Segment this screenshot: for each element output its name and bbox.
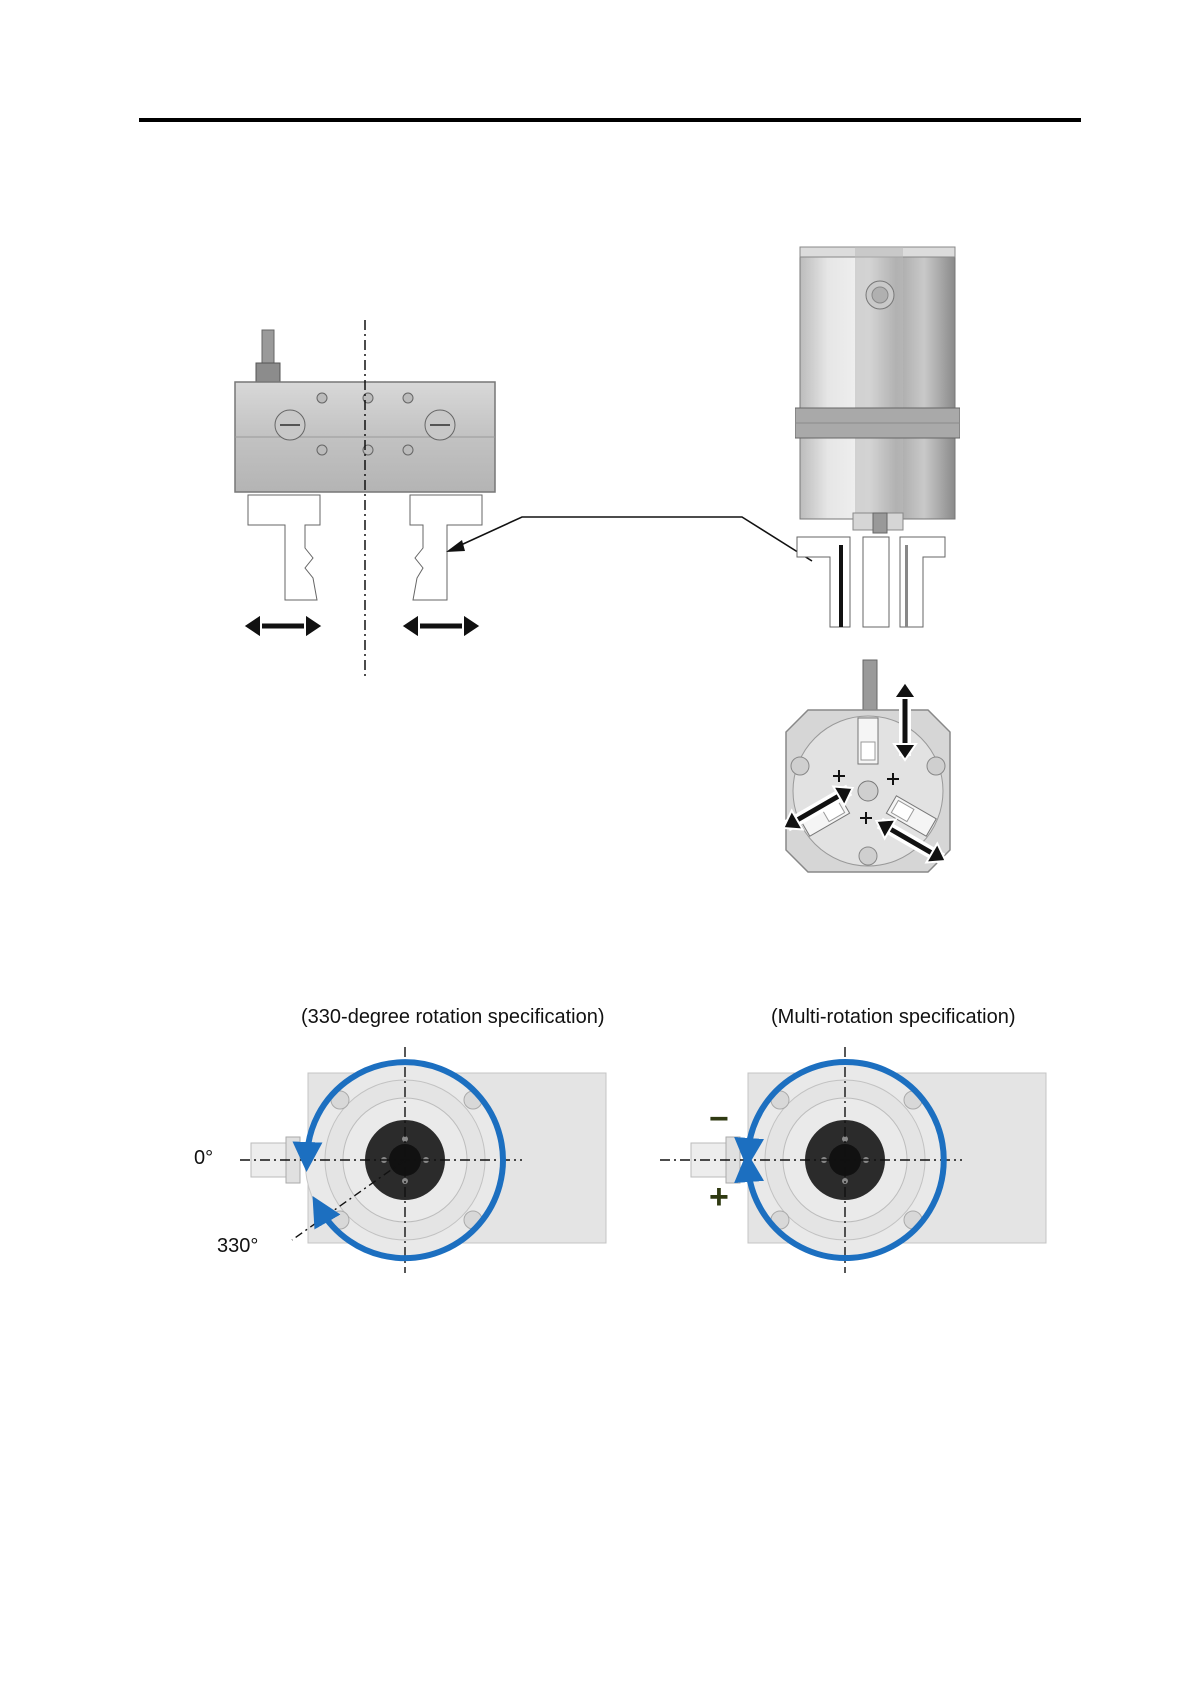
minus-direction-label: − <box>709 1102 729 1136</box>
right-finger-arrow <box>401 614 481 638</box>
rotation-330-caption: (330-degree rotation specification) <box>301 1006 605 1029</box>
left-finger <box>248 495 320 600</box>
finger-leader-line <box>440 505 820 565</box>
cable-bottom <box>863 660 877 715</box>
zero-degree-label: 0° <box>194 1147 213 1170</box>
three-finger-gripper-side <box>795 245 960 630</box>
rotary-330-diagram <box>240 1045 615 1275</box>
plus-direction-label: + <box>709 1180 729 1214</box>
limit-degree-label: 330° <box>217 1235 258 1258</box>
parallel-gripper-diagram <box>225 310 505 690</box>
side-finger-center <box>863 537 889 627</box>
rotary-multi-diagram <box>660 1045 1055 1275</box>
three-finger-gripper-bottom <box>778 658 958 873</box>
header-rule <box>139 118 1081 122</box>
multi-rotation-caption: (Multi-rotation specification) <box>771 1006 1016 1029</box>
left-finger-arrow <box>243 614 323 638</box>
